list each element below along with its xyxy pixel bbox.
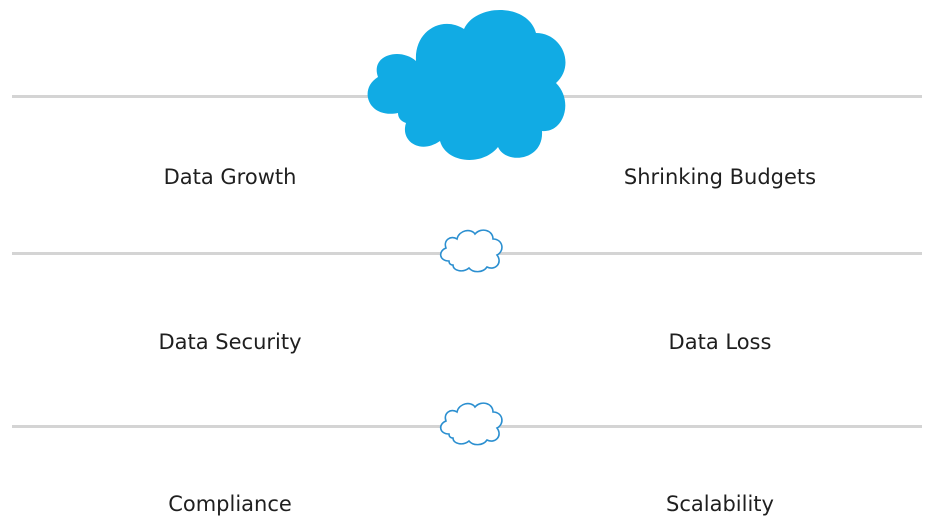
label-data-loss: Data Loss bbox=[668, 330, 772, 354]
cloud-outline-icon bbox=[439, 229, 503, 273]
cloud-outline-icon bbox=[439, 402, 503, 446]
label-shrinking-budgets: Shrinking Budgets bbox=[623, 165, 817, 189]
label-compliance: Compliance bbox=[168, 492, 292, 516]
label-data-growth: Data Growth bbox=[163, 165, 297, 189]
cloud-filled-icon bbox=[367, 9, 566, 160]
label-scalability: Scalability bbox=[666, 492, 774, 516]
label-data-security: Data Security bbox=[158, 330, 302, 354]
